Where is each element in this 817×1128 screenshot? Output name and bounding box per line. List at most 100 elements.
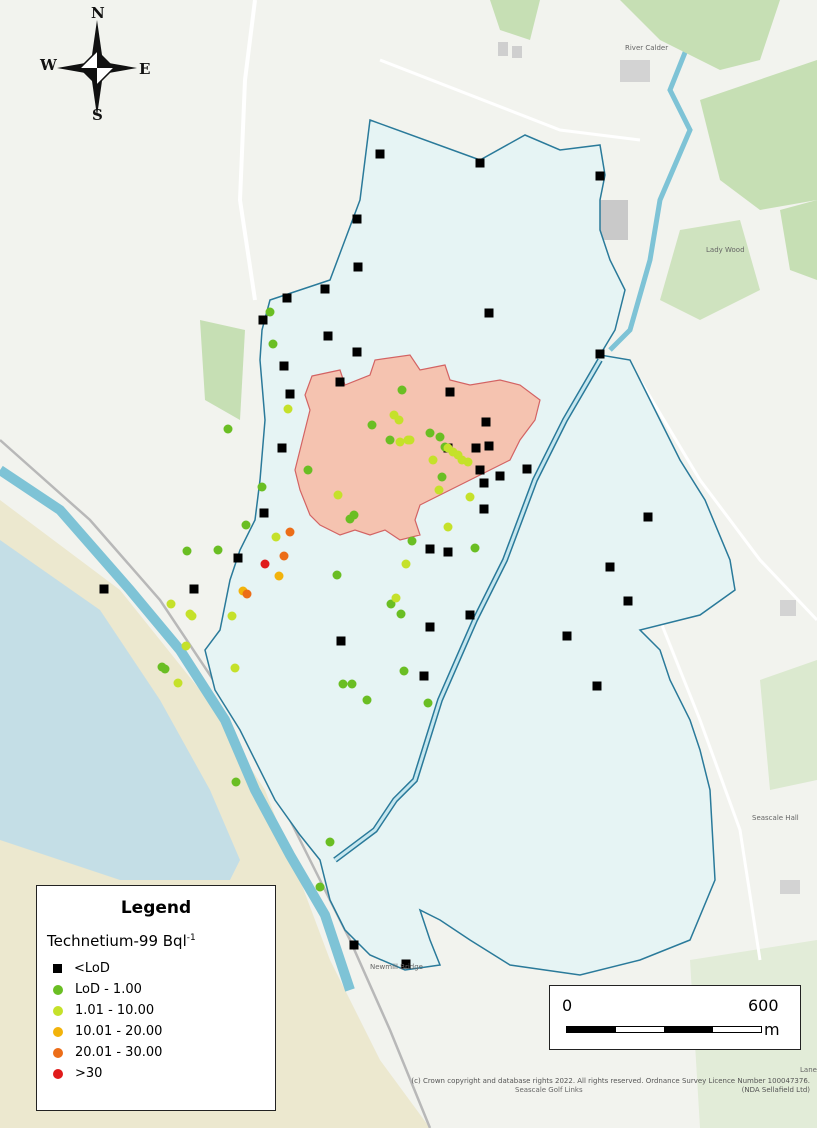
legend-circle-icon <box>53 1005 63 1016</box>
sample-point-lod-square <box>643 512 653 522</box>
copyright-line-1: (c) Crown copyright and database rights … <box>411 1077 810 1085</box>
sea-area <box>0 540 240 880</box>
site-boundary <box>204 118 736 976</box>
sample-point-circle <box>396 609 406 619</box>
road <box>379 58 641 142</box>
scale-bar-unit: m <box>764 1020 780 1039</box>
sample-point-circle <box>338 679 348 689</box>
sample-point-circle <box>437 472 447 482</box>
sample-point-circle <box>397 385 407 395</box>
sample-point-lod-square <box>595 349 605 359</box>
sample-point-circle <box>231 777 241 787</box>
sample-point-circle <box>394 415 404 425</box>
sample-point-circle <box>395 437 405 447</box>
sample-point-circle <box>241 520 251 530</box>
sample-point-lod-square <box>443 547 453 557</box>
legend-title: Legend <box>120 898 192 918</box>
sample-point-circle <box>187 611 197 621</box>
building <box>498 42 508 56</box>
building <box>620 60 650 82</box>
sample-point-lod-square <box>189 584 199 594</box>
sample-point-lod-square <box>479 478 489 488</box>
sample-point-lod-square <box>475 465 485 475</box>
sample-point-circle <box>333 490 343 500</box>
sample-point-circle <box>465 492 475 502</box>
legend-rows: <LoD LoD - 1.00 1.01 - 10.00 10.01 - 20.00 2… <box>47 958 265 1084</box>
sample-point-circle <box>182 546 192 556</box>
sample-point-circle <box>223 424 233 434</box>
sample-points <box>99 149 653 969</box>
legend-item: 20.01 - 30.00 <box>47 1042 265 1063</box>
legend-item-label: 10.01 - 20.00 <box>75 1024 163 1039</box>
sample-point-lod-square <box>277 443 287 453</box>
sample-point-lod-square <box>99 584 109 594</box>
sample-point-lod-square <box>352 214 362 224</box>
sample-point-lod-square <box>401 959 411 969</box>
scale-bar-right-label: 600 <box>748 996 779 1015</box>
sample-point-circle <box>428 455 438 465</box>
sample-point-circle <box>268 339 278 349</box>
sample-point-circle <box>470 543 480 553</box>
sample-point-circle <box>347 679 357 689</box>
legend-circle-icon <box>53 984 63 995</box>
sample-point-lod-square <box>484 441 494 451</box>
sample-point-lod-square <box>592 681 602 691</box>
legend-item: 1.01 - 10.00 <box>47 1000 265 1021</box>
sample-point-circle <box>315 882 325 892</box>
sample-point-lod-square <box>425 622 435 632</box>
compass-n-label: N <box>91 4 105 22</box>
legend-item: >30 <box>47 1063 265 1084</box>
road <box>237 0 257 301</box>
sample-point-circle <box>303 465 313 475</box>
sample-point-circle <box>386 599 396 609</box>
legend-subtitle-main: Technetium-99 Bql <box>47 932 187 950</box>
sample-point-lod-square <box>475 158 485 168</box>
sample-point-lod-square <box>484 308 494 318</box>
sample-point-lod-square <box>595 171 605 181</box>
legend-item-label: 1.01 - 10.00 <box>75 1003 155 1018</box>
sample-point-circle <box>405 435 415 445</box>
sample-point-circle <box>367 420 377 430</box>
sample-point-lod-square <box>562 631 572 641</box>
sample-point-lod-square <box>282 293 292 303</box>
scale-bar-graphic <box>566 1026 762 1033</box>
sample-point-circle <box>279 551 289 561</box>
sample-point-lod-square <box>522 464 532 474</box>
sample-point-lod-square <box>419 671 429 681</box>
scale-bar: 0 600 m <box>549 985 801 1050</box>
copyright-notice: (c) Crown copyright and database rights … <box>410 1077 810 1095</box>
legend-circle-icon <box>53 1047 63 1058</box>
separation-area <box>294 354 541 541</box>
green-field <box>200 320 245 420</box>
channel-fill <box>334 359 602 862</box>
sample-point-lod-square <box>471 443 481 453</box>
sample-point-lod-square <box>336 636 346 646</box>
sample-point-circle <box>213 545 223 555</box>
river-ehen <box>0 465 355 992</box>
sample-point-lod-square <box>495 471 505 481</box>
map-label-golf: Seascale Golf Links <box>515 1086 583 1094</box>
sample-point-circle <box>166 599 176 609</box>
sample-point-circle <box>271 532 281 542</box>
compass-s-label: S <box>92 106 103 124</box>
map-label-newmill: Newmill Bridge <box>370 963 423 971</box>
legend-item: <LoD <box>47 958 265 979</box>
sample-point-lod-square <box>375 149 385 159</box>
legend-item-label: >30 <box>75 1066 103 1081</box>
sample-point-lod-square <box>323 331 333 341</box>
copyright-line-2: (NDA Sellafield Ltd) <box>741 1086 810 1094</box>
green-field <box>780 200 817 280</box>
sample-point-circle <box>391 593 401 603</box>
building <box>598 200 628 240</box>
sample-point-circle <box>362 695 372 705</box>
sample-point-circle <box>443 522 453 532</box>
road <box>658 619 762 961</box>
sample-point-circle <box>181 641 191 651</box>
north-arrow-icon <box>57 20 137 116</box>
green-field <box>660 220 760 320</box>
legend-item-label: LoD - 1.00 <box>75 982 142 997</box>
sample-point-lod-square <box>445 387 455 397</box>
map-label-lane: Lane <box>800 1066 817 1074</box>
sample-point-circle <box>227 611 237 621</box>
